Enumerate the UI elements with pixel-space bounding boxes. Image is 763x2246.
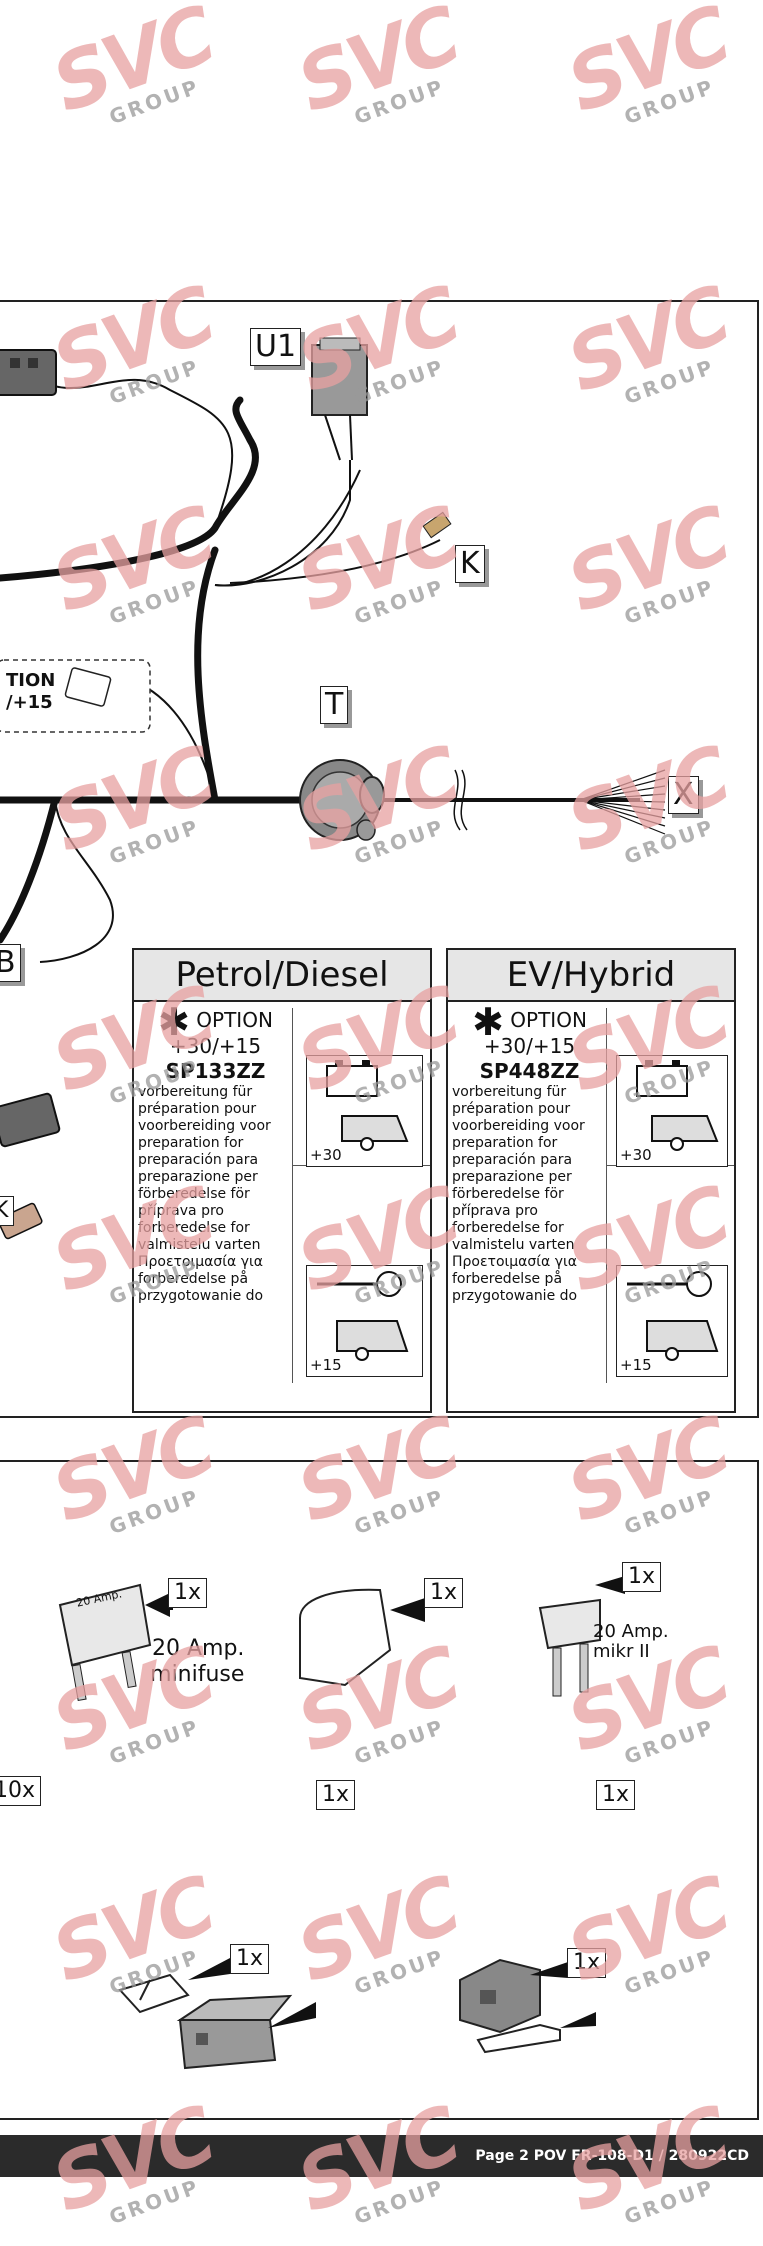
female-terminal-qty: 1x: [230, 1944, 270, 1974]
ev-option-value: +30/+15: [483, 1034, 576, 1058]
harness-wiring-drawing: [0, 337, 666, 1240]
petrol-code: SP133ZZ: [165, 1059, 266, 1083]
petrol-lang-4: preparación para: [138, 1152, 259, 1168]
mikr-qty: 1x: [622, 1562, 662, 1592]
key-icon: [627, 1271, 719, 1361]
ev-lang-7: příprava pro: [452, 1203, 538, 1219]
label-x: X: [668, 776, 699, 814]
ev-lang-0: vorbereitung für: [452, 1084, 567, 1100]
minifuse-qty: 1x: [168, 1578, 208, 1608]
parts-drawing: [58, 1576, 625, 2070]
label-b: B: [0, 944, 21, 982]
parts-panel: [0, 1460, 759, 2120]
petrol-lang-11: forberedelse på: [138, 1271, 249, 1287]
petrol-divider: [292, 1008, 293, 1383]
label-u1: U1: [250, 328, 302, 366]
harness-panel: [0, 300, 759, 1418]
petrol-lang-5: preparazione per: [138, 1169, 258, 1185]
petrol-pic2-caption: +15: [310, 1356, 342, 1374]
mikr-label-a: 20 Amp.: [593, 1621, 669, 1642]
ev-lang-8: forberedelse for: [452, 1220, 564, 1236]
label-t: T: [320, 686, 349, 724]
petrol-lang-7: příprava pro: [138, 1203, 224, 1219]
cap-qty: 1x: [424, 1578, 464, 1608]
ev-lang-3: preparation for: [452, 1135, 558, 1151]
petrol-pic1-caption: +30: [310, 1146, 342, 1164]
petrol-option: ✱ OPTION: [138, 1003, 293, 1041]
battery-icon: [326, 1060, 409, 1151]
key-caravan-pic: +15: [306, 1265, 423, 1377]
key-icon: [317, 1271, 409, 1361]
mikr-label-b: mikr II: [593, 1641, 650, 1662]
petrol-lang-3: preparation for: [138, 1135, 244, 1151]
battery-caravan-pic: +30: [306, 1055, 423, 1167]
battery-icon: [636, 1060, 719, 1151]
page-footer: Page 2 POV FR-108-D1 / 280922CD: [0, 2135, 763, 2177]
petrol-lang-1: préparation pour: [138, 1101, 257, 1117]
petrol-lang-10: Προετοιμασία για: [138, 1254, 263, 1270]
option-box-line1: TION: [6, 670, 56, 691]
petrol-lang-6: förberedelse för: [138, 1186, 250, 1202]
option-box-text: TION /+15: [6, 670, 55, 714]
petrol-option-word: OPTION: [196, 1008, 273, 1032]
ev-hybrid-box: EV/Hybrid ✱ OPTION +30/+15 SP448ZZ vorbe…: [446, 948, 736, 1413]
minifuse-label-b: minifuse: [150, 1662, 245, 1687]
mikr-label: 20 Amp. mikr II: [593, 1622, 669, 1662]
ev-lang-1: préparation pour: [452, 1101, 571, 1117]
petrol-lang-9: valmistelu varten: [138, 1237, 261, 1253]
ev-lang-12: przygotowanie do: [452, 1288, 578, 1304]
petrol-lang-12: przygotowanie do: [138, 1288, 264, 1304]
petrol-lang-2: voorbereiding voor: [138, 1118, 271, 1134]
petrol-text-column: ✱ OPTION +30/+15 SP133ZZ vorbereitung fü…: [138, 1003, 293, 1305]
ev-lang-11: forberedelse på: [452, 1271, 563, 1287]
connector-qty: 1x: [316, 1780, 356, 1810]
left-qty: 10x: [0, 1776, 42, 1806]
petrol-lang-8: forberedelse for: [138, 1220, 250, 1236]
petrol-option-value: +30/+15: [169, 1034, 262, 1058]
ev-text-column: ✱ OPTION +30/+15 SP448ZZ vorbereitung fü…: [452, 1003, 607, 1305]
ev-pic2-caption: +15: [620, 1356, 652, 1374]
ev-divider: [606, 1008, 607, 1383]
asterisk-icon: ✱: [472, 1000, 504, 1044]
ev-code: SP448ZZ: [479, 1059, 580, 1083]
ev-option: ✱ OPTION: [452, 1003, 607, 1041]
option-box-line2: /+15: [6, 692, 53, 713]
label-k: K: [455, 545, 485, 583]
ev-key-caravan-pic: +15: [616, 1265, 728, 1377]
ev-lang-10: Προετοιμασία για: [452, 1254, 577, 1270]
petrol-diesel-box: Petrol/Diesel ✱ OPTION +30/+15 SP133ZZ v…: [132, 948, 432, 1413]
minifuse-label: 20 Amp. minifuse: [110, 1636, 244, 1688]
label-k-lower: K: [0, 1196, 15, 1226]
petrol-diesel-title: Petrol/Diesel: [134, 950, 430, 1002]
ev-option-word: OPTION: [510, 1008, 587, 1032]
petrol-lang-0: vorbereitung für: [138, 1084, 253, 1100]
ev-lang-6: förberedelse för: [452, 1186, 564, 1202]
minifuse-label-a: 20 Amp.: [152, 1636, 245, 1661]
terminal-qty: 1x: [596, 1780, 636, 1810]
ev-lang-5: preparazione per: [452, 1169, 572, 1185]
ev-lang-2: voorbereiding voor: [452, 1118, 585, 1134]
ev-lang-4: preparación para: [452, 1152, 573, 1168]
ev-lang-9: valmistelu varten: [452, 1237, 575, 1253]
asterisk-icon: ✱: [158, 1000, 190, 1044]
socket-t: [299, 759, 385, 841]
housing-qty: 1x: [567, 1948, 607, 1978]
ev-battery-caravan-pic: +30: [616, 1055, 728, 1167]
ev-hybrid-title: EV/Hybrid: [448, 950, 734, 1002]
ev-pic1-caption: +30: [620, 1146, 652, 1164]
